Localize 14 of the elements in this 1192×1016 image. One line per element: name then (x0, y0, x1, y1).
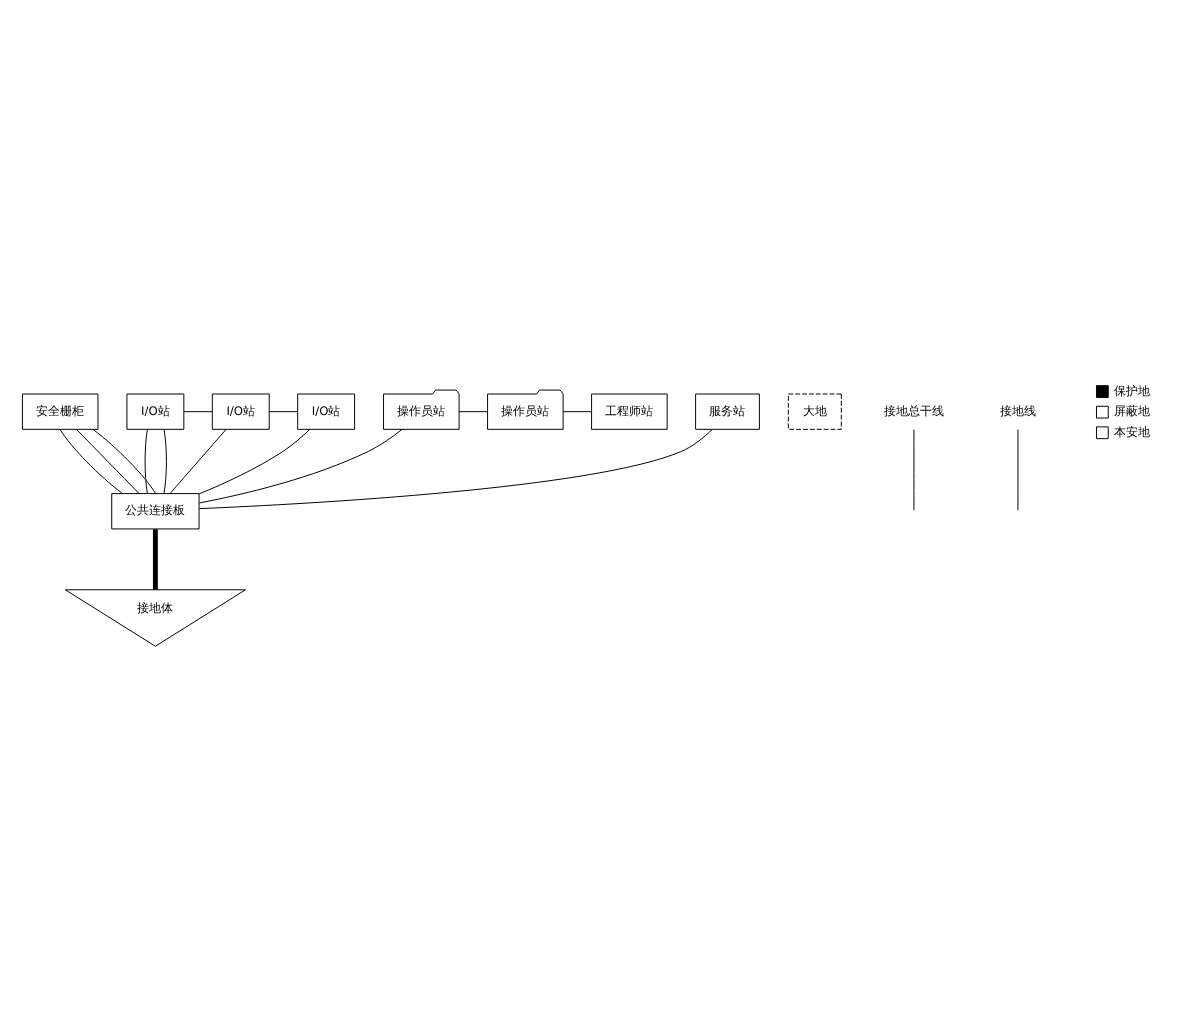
connector (198, 427, 311, 494)
connector (198, 428, 713, 509)
connector (458, 410, 488, 412)
connector (144, 428, 148, 493)
connector (562, 410, 592, 412)
connector (169, 428, 227, 493)
connector (59, 428, 123, 493)
connector (76, 428, 140, 493)
connector (163, 428, 167, 493)
connector (152, 528, 158, 589)
connector (183, 410, 213, 412)
connector (92, 427, 157, 493)
connector (198, 427, 403, 503)
connector (268, 410, 298, 412)
